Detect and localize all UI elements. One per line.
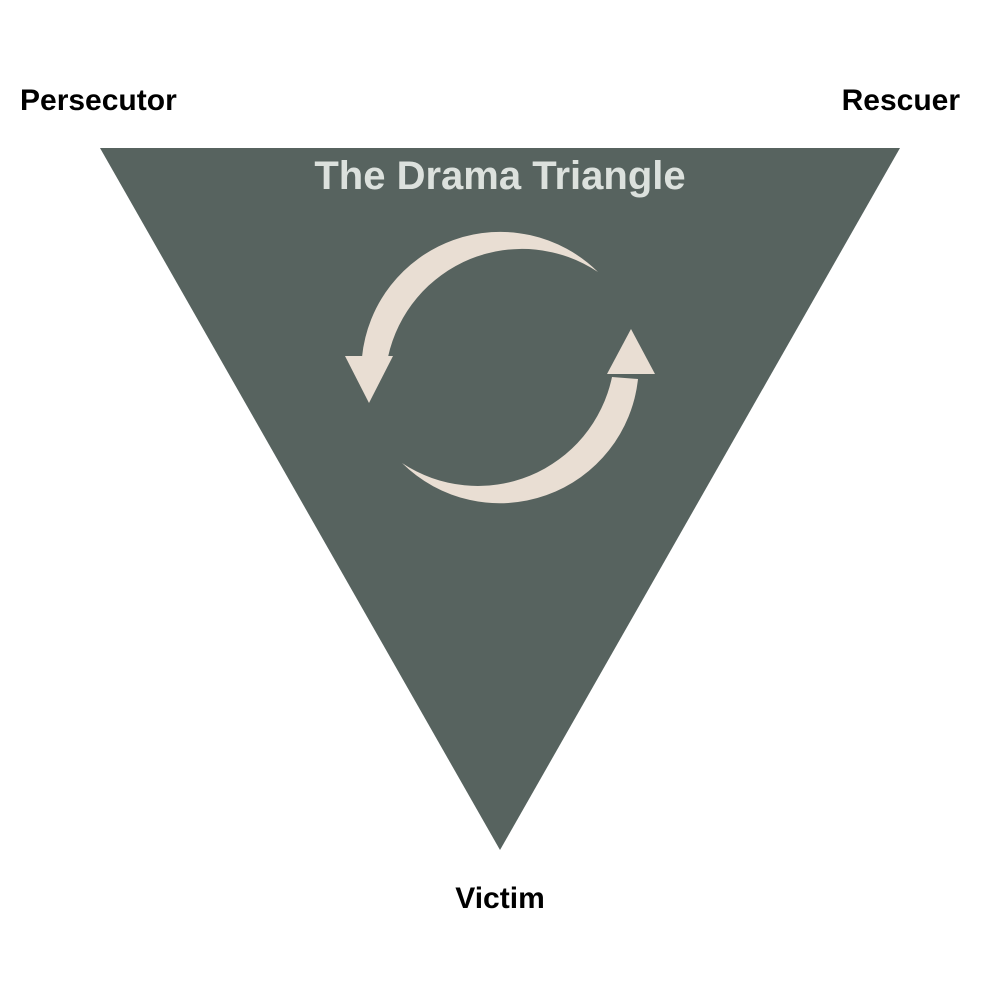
role-label-victim: Victim — [455, 882, 545, 915]
role-label-rescuer: Rescuer — [841, 84, 960, 117]
cycle-arc-bottom — [402, 377, 638, 504]
cycle-arrowhead-up-icon — [607, 329, 655, 374]
cycle-arrows-icon — [345, 231, 655, 504]
cycle-arrowhead-down-icon — [345, 356, 393, 403]
role-label-persecutor: Persecutor — [20, 84, 177, 117]
cycle-arc-top — [362, 231, 598, 357]
diagram-title: The Drama Triangle — [314, 154, 686, 198]
